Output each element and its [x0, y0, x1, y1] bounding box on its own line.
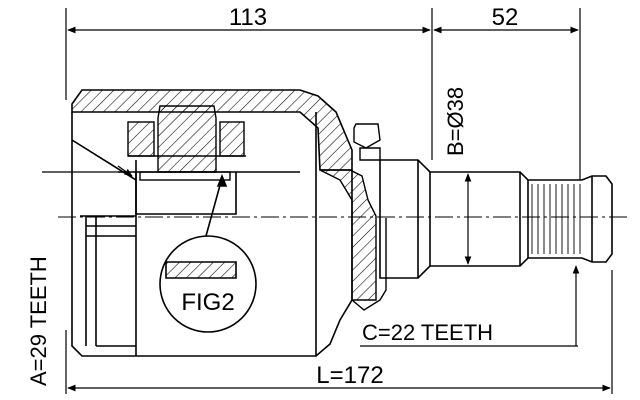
spline-texture	[531, 184, 581, 254]
spline-c-label: C=22 TEETH	[362, 320, 493, 345]
inner-race-section	[118, 105, 300, 181]
spline-a-leader	[42, 165, 133, 177]
output-shaft	[379, 159, 613, 279]
spline-c-leader	[360, 265, 580, 347]
housing-body	[71, 89, 353, 357]
fig2-label: FIG2	[181, 289, 234, 316]
dimension-52-label: 52	[492, 4, 519, 31]
dimension-113-label: 113	[229, 4, 267, 31]
fig2-callout	[159, 173, 257, 333]
length-label: L=172	[316, 362, 383, 389]
diameter-label: B=Ø38	[443, 87, 468, 156]
spline-a-label: A=29 TEETH	[26, 256, 51, 386]
top-dimension-lines	[65, 8, 581, 180]
length-dimension	[65, 270, 613, 394]
boot-flange	[319, 123, 387, 311]
